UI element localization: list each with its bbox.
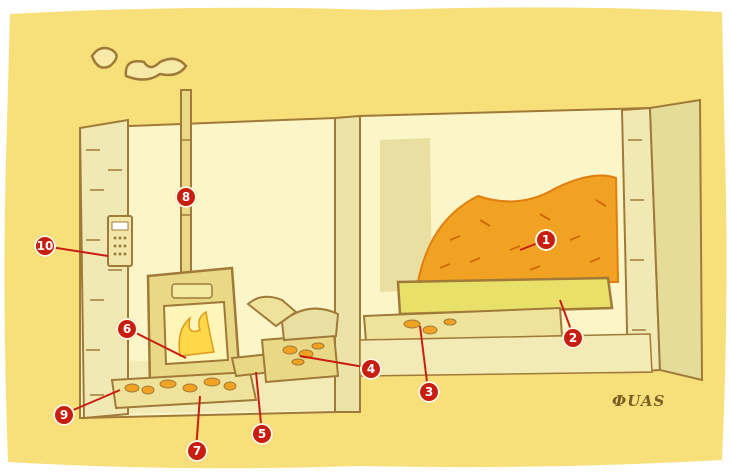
chimney-pipe xyxy=(180,89,192,277)
burner-assembly xyxy=(110,352,274,410)
storage-hopper xyxy=(396,276,614,316)
artist-signature: ФUAS xyxy=(612,392,666,410)
callout-5: 5 xyxy=(251,423,273,445)
divider-pillar xyxy=(334,114,361,413)
callout-7: 7 xyxy=(186,440,208,462)
callout-9: 9 xyxy=(53,404,75,426)
pellet-texture xyxy=(439,199,607,271)
pellet-stove xyxy=(146,266,242,388)
callout-4: 4 xyxy=(360,358,382,380)
right-room xyxy=(359,98,704,382)
auger-feeder xyxy=(246,295,340,384)
control-panel xyxy=(107,215,133,267)
callout-3: 3 xyxy=(418,381,440,403)
smoke xyxy=(90,46,188,81)
right-side-wall xyxy=(648,98,704,382)
pellet-pile xyxy=(416,174,620,283)
callout-10: 10 xyxy=(34,235,56,257)
right-floor-base xyxy=(359,333,653,377)
callout-6: 6 xyxy=(116,318,138,340)
left-pillar xyxy=(78,118,129,420)
flame xyxy=(178,310,215,357)
right-wall-shadow xyxy=(380,138,432,292)
callout-8: 8 xyxy=(175,186,197,208)
left-room xyxy=(78,46,361,420)
left-pillar-bricks xyxy=(86,149,122,396)
callout-1: 1 xyxy=(535,229,557,251)
callout-2: 2 xyxy=(562,327,584,349)
